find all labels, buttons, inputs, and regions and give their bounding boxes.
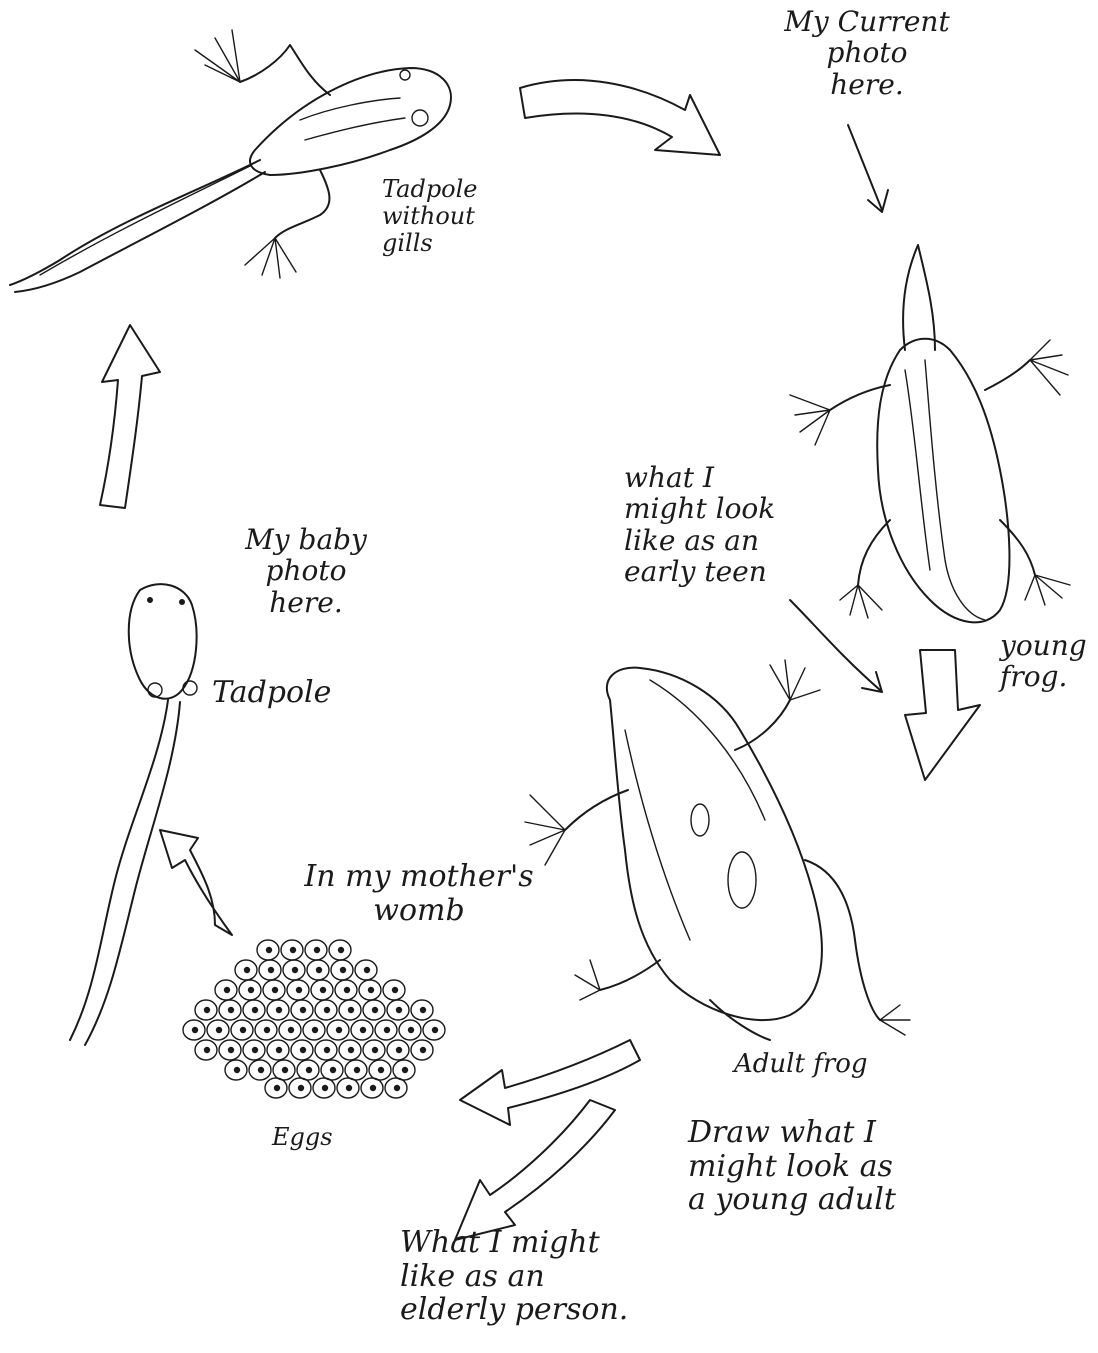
baby-photo-label: My baby photo here. [206, 524, 406, 618]
pointer-early-teen [790, 600, 882, 692]
egg-center [372, 1007, 378, 1013]
egg-center [344, 987, 350, 993]
egg-center [324, 1047, 330, 1053]
egg-center [314, 947, 320, 953]
egg-center [420, 1047, 426, 1053]
egg-center [384, 1027, 390, 1033]
egg-center [296, 987, 302, 993]
egg-center [264, 1027, 270, 1033]
egg-center [324, 1007, 330, 1013]
egg-center [300, 1007, 306, 1013]
egg-center [338, 947, 344, 953]
egg-center [372, 1047, 378, 1053]
egg-center [346, 1085, 352, 1091]
egg-center [192, 1027, 198, 1033]
egg-center [274, 1085, 280, 1091]
egg-center [266, 947, 272, 953]
egg-center [240, 1027, 246, 1033]
arrow-to-elderly [455, 1100, 615, 1240]
egg-center [312, 1027, 318, 1033]
egg-center [360, 1027, 366, 1033]
egg-center [298, 1085, 304, 1091]
egg-center [276, 1047, 282, 1053]
egg-center [306, 1067, 312, 1073]
egg-center [216, 1027, 222, 1033]
egg-center [234, 1067, 240, 1073]
egg-center [204, 1007, 210, 1013]
young-frog-illustration [790, 245, 1070, 622]
egg-center [420, 1007, 426, 1013]
tadpole-label: Tadpole [212, 676, 331, 710]
arrow-eggs-to-tadpole [160, 830, 232, 935]
egg-center [282, 1067, 288, 1073]
egg-center [396, 1007, 402, 1013]
arrow-young-frog-down [905, 650, 980, 780]
egg-center [272, 987, 278, 993]
egg-center [336, 1027, 342, 1033]
egg-center [258, 1067, 264, 1073]
pointer-current-photo [848, 125, 888, 212]
egg-center [370, 1085, 376, 1091]
arrow-baby-to-tadpole-without-gills [100, 325, 160, 508]
egg-center [378, 1067, 384, 1073]
egg-center [276, 1007, 282, 1013]
egg-center [316, 967, 322, 973]
egg-center [204, 1047, 210, 1053]
egg-center [396, 1047, 402, 1053]
adult-frog-illustration [525, 660, 910, 1040]
eggs-label: Eggs [272, 1124, 333, 1151]
young-frog-label: young frog. [1000, 630, 1087, 693]
egg-center [340, 967, 346, 973]
egg-center [348, 1007, 354, 1013]
egg-center [408, 1027, 414, 1033]
egg-center [288, 1027, 294, 1033]
elderly-label: What I might like as an elderly person. [400, 1226, 628, 1327]
egg-center [224, 987, 230, 993]
mothers-womb-label: In my mother's womb [274, 860, 564, 927]
egg-center [364, 967, 370, 973]
egg-center [368, 987, 374, 993]
egg-center [320, 987, 326, 993]
egg-center [402, 1067, 408, 1073]
egg-center [252, 1047, 258, 1053]
egg-center [228, 1007, 234, 1013]
egg-center [348, 1047, 354, 1053]
egg-center [300, 1047, 306, 1053]
eggs-illustration [183, 940, 445, 1098]
egg-center [394, 1085, 400, 1091]
young-adult-label: Draw what I might look as a young adult [688, 1116, 896, 1217]
egg-center [268, 967, 274, 973]
egg-center [248, 987, 254, 993]
egg-center [290, 947, 296, 953]
early-teen-label: what I might look like as an early teen [624, 462, 775, 587]
egg-center [228, 1047, 234, 1053]
adult-frog-label: Adult frog [734, 1050, 868, 1079]
tadpole-illustration [70, 584, 197, 1045]
egg-center [252, 1007, 258, 1013]
egg-center [330, 1067, 336, 1073]
arrow-tadpole-to-current [520, 80, 720, 155]
egg-center [392, 987, 398, 993]
egg-center [322, 1085, 328, 1091]
egg-center [244, 967, 250, 973]
egg-center [354, 1067, 360, 1073]
egg-center [432, 1027, 438, 1033]
current-photo-label: My Current photo here. [752, 6, 982, 100]
tadpole-without-gills-label: Tadpole without gills [382, 176, 478, 257]
egg-center [292, 967, 298, 973]
